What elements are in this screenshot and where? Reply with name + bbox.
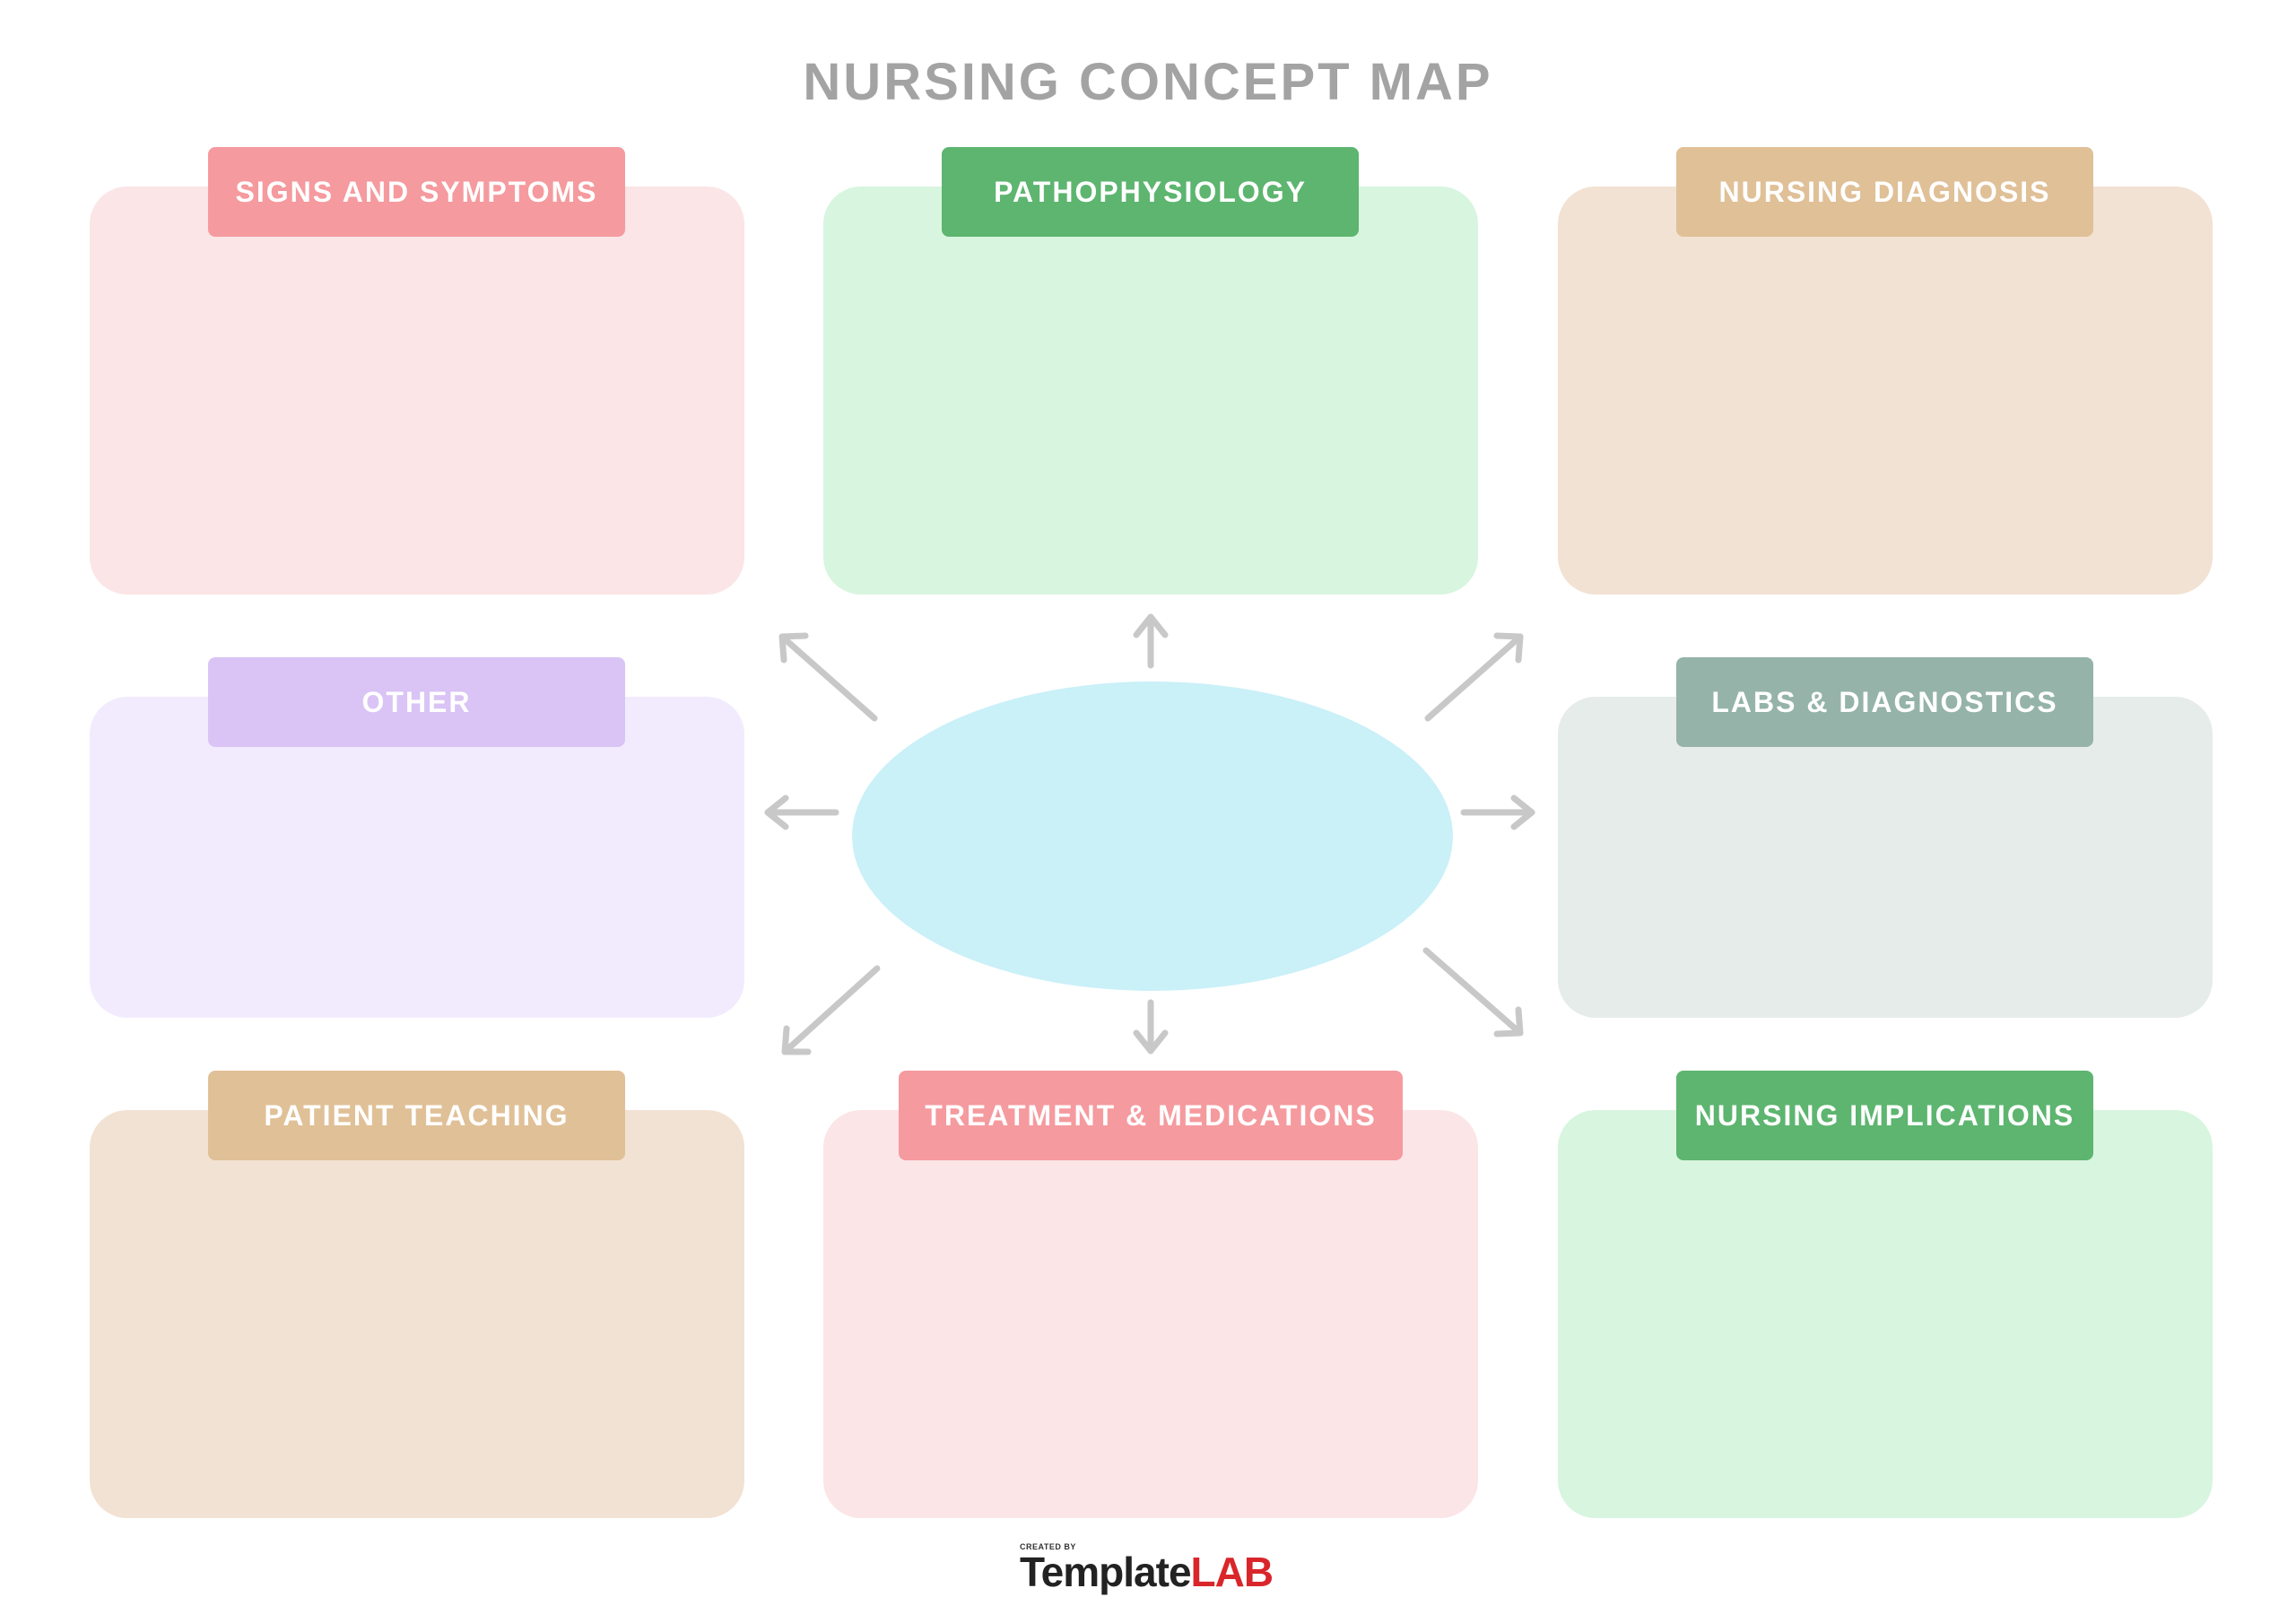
arrow-up-right-icon xyxy=(1424,632,1524,722)
arrow-up-icon xyxy=(1133,613,1169,669)
signs-and-symptoms-label: SIGNS AND SYMPTOMS xyxy=(208,147,625,237)
labs-and-diagnostics-label: LABS & DIAGNOSTICS xyxy=(1676,657,2093,747)
patient-teaching-box[interactable] xyxy=(90,1110,744,1518)
nursing-diagnosis-box[interactable] xyxy=(1558,187,2213,595)
nursing-implications-label: NURSING IMPLICATIONS xyxy=(1676,1071,2093,1160)
pathophysiology-label: PATHOPHYSIOLOGY xyxy=(942,147,1359,237)
pathophysiology-box[interactable] xyxy=(823,187,1478,595)
treatment-and-medications-label: TREATMENT & MEDICATIONS xyxy=(899,1071,1403,1160)
arrow-left-icon xyxy=(764,794,839,830)
logo-brand-part2: LAB xyxy=(1190,1549,1274,1595)
templatelab-logo: CREATED BY TemplateLAB xyxy=(1020,1542,1289,1596)
labs-and-diagnostics-box[interactable] xyxy=(1558,697,2213,1018)
logo-brand-part1: Template xyxy=(1020,1549,1192,1595)
other-box[interactable] xyxy=(90,697,744,1018)
central-concept-ellipse[interactable] xyxy=(852,681,1453,991)
other-label: OTHER xyxy=(208,657,625,747)
nursing-implications-box[interactable] xyxy=(1558,1110,2213,1518)
arrow-right-icon xyxy=(1460,794,1535,830)
arrow-down-left-icon xyxy=(781,965,881,1055)
logo-brand: TemplateLAB xyxy=(1020,1549,1274,1595)
treatment-and-medications-box[interactable] xyxy=(823,1110,1478,1518)
arrow-down-right-icon xyxy=(1422,947,1524,1037)
nursing-diagnosis-label: NURSING DIAGNOSIS xyxy=(1676,147,2093,237)
arrow-up-left-icon xyxy=(778,632,878,722)
arrow-down-icon xyxy=(1133,999,1169,1055)
page-title: NURSING CONCEPT MAP xyxy=(803,53,1493,111)
signs-and-symptoms-box[interactable] xyxy=(90,187,744,595)
patient-teaching-label: PATIENT TEACHING xyxy=(208,1071,625,1160)
logo-created-by: CREATED BY xyxy=(1020,1542,1076,1551)
